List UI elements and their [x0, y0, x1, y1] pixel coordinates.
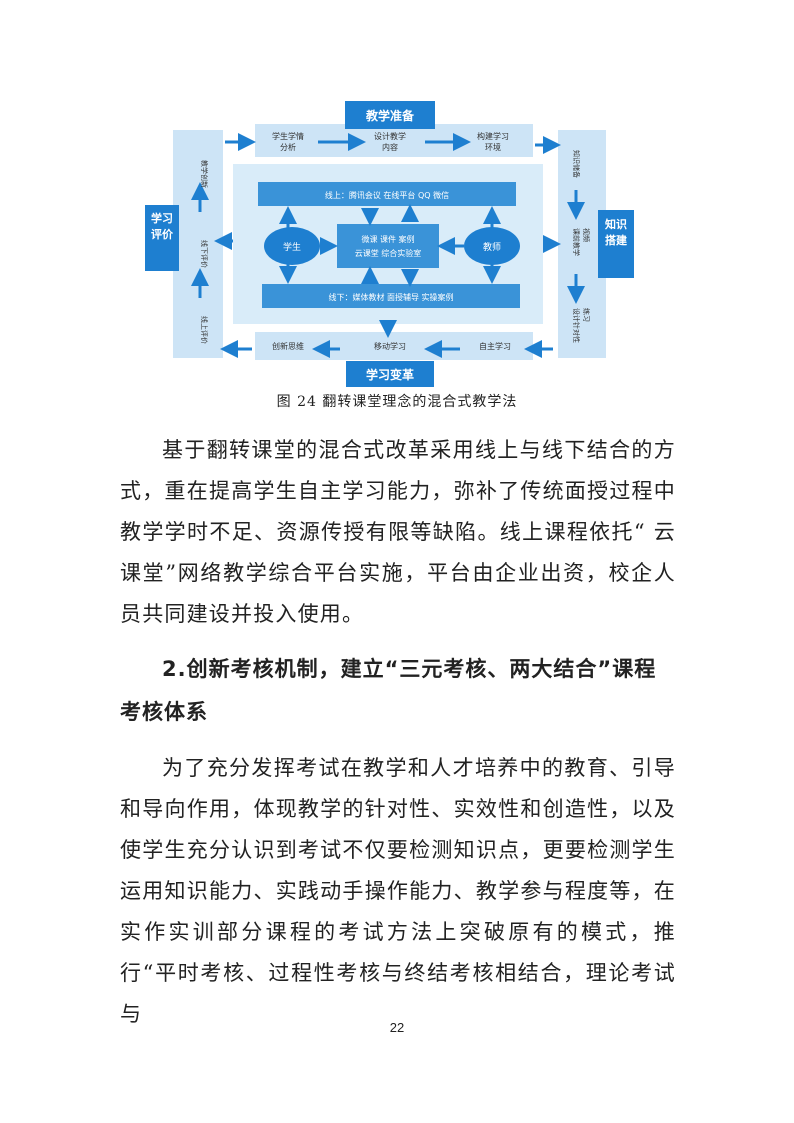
flow-arrows [191, 133, 585, 358]
top-box-3b: 环境 [485, 142, 501, 152]
online-bar [258, 182, 516, 206]
bottom-title-box [346, 361, 434, 387]
bottom-box-2: 移动学习 [374, 341, 406, 351]
bottom-title: 学习变革 [366, 367, 414, 382]
flipped-classroom-diagram: 教学准备 学习变革 学生学情 分析 设计教学 内容 构建学习 环境 创新思维 移… [140, 98, 640, 390]
section-heading: 2.创新考核机制，建立“三元考核、两大结合”课程考核体系 [120, 657, 657, 724]
top-box-1b: 分析 [280, 142, 296, 152]
paragraph-2-text: 为了充分发挥考试在教学和人才培养中的教育、引导和导向作用，体现教学的针对性、实效… [120, 756, 676, 1026]
center-line-1: 微课 课件 案例 [361, 234, 414, 244]
left-title-a: 学习 [151, 211, 173, 225]
bottom-box-3: 自主学习 [479, 341, 511, 351]
top-title: 教学准备 [365, 108, 415, 123]
right-item-2a: 课前教学 [572, 228, 581, 256]
teacher-label: 教师 [483, 241, 501, 253]
center-box [337, 224, 439, 268]
top-box-3a: 构建学习 [477, 131, 509, 141]
right-item-3a: 设计针对性 [572, 308, 581, 343]
right-title-box [598, 210, 634, 278]
paragraph-1: 基于翻转课堂的混合式改革采用线上与线下结合的方式，重在提高学生自主学习能力，弥补… [120, 430, 676, 635]
student-label: 学生 [283, 241, 301, 253]
left-item-3: 线上评价 [200, 316, 209, 344]
right-item-1: 知识储备 [572, 150, 581, 178]
top-box-2b: 内容 [382, 142, 398, 152]
center-line-2: 云课堂 综合实验室 [355, 248, 422, 258]
bottom-box-1: 创新思维 [272, 341, 304, 351]
top-bar [255, 124, 533, 157]
right-title-a: 知识 [604, 217, 627, 231]
top-box-2a: 设计教学 [374, 131, 406, 141]
top-box-1a: 学生学情 [272, 131, 304, 141]
online-label: 线上：腾讯会议 在线平台 QQ 微信 [325, 190, 449, 200]
offline-label: 线下：媒体教材 面授辅导 实操案例 [328, 292, 453, 302]
offline-bar [262, 284, 520, 308]
left-item-2: 线下评价 [200, 240, 209, 268]
figure-caption: 图 24 翻转课堂理念的混合式教学法 [276, 394, 518, 410]
right-item-3b: 练习 [582, 308, 591, 322]
paragraph-1-text: 基于翻转课堂的混合式改革采用线上与线下结合的方式，重在提高学生自主学习能力，弥补… [120, 438, 676, 626]
paragraph-2: 为了充分发挥考试在教学和人才培养中的教育、引导和导向作用，体现教学的针对性、实效… [120, 748, 676, 1035]
top-title-box [345, 101, 435, 129]
teacher-ellipse [464, 227, 520, 265]
right-title-b: 搭建 [605, 233, 628, 247]
left-bar [173, 130, 223, 358]
left-title-box [145, 205, 179, 271]
student-ellipse [264, 227, 320, 265]
left-title-b: 评价 [151, 228, 174, 241]
page-number: 22 [389, 1020, 405, 1035]
right-item-2b: 视频 [582, 228, 591, 242]
left-item-1: 教学创新 [200, 160, 209, 188]
